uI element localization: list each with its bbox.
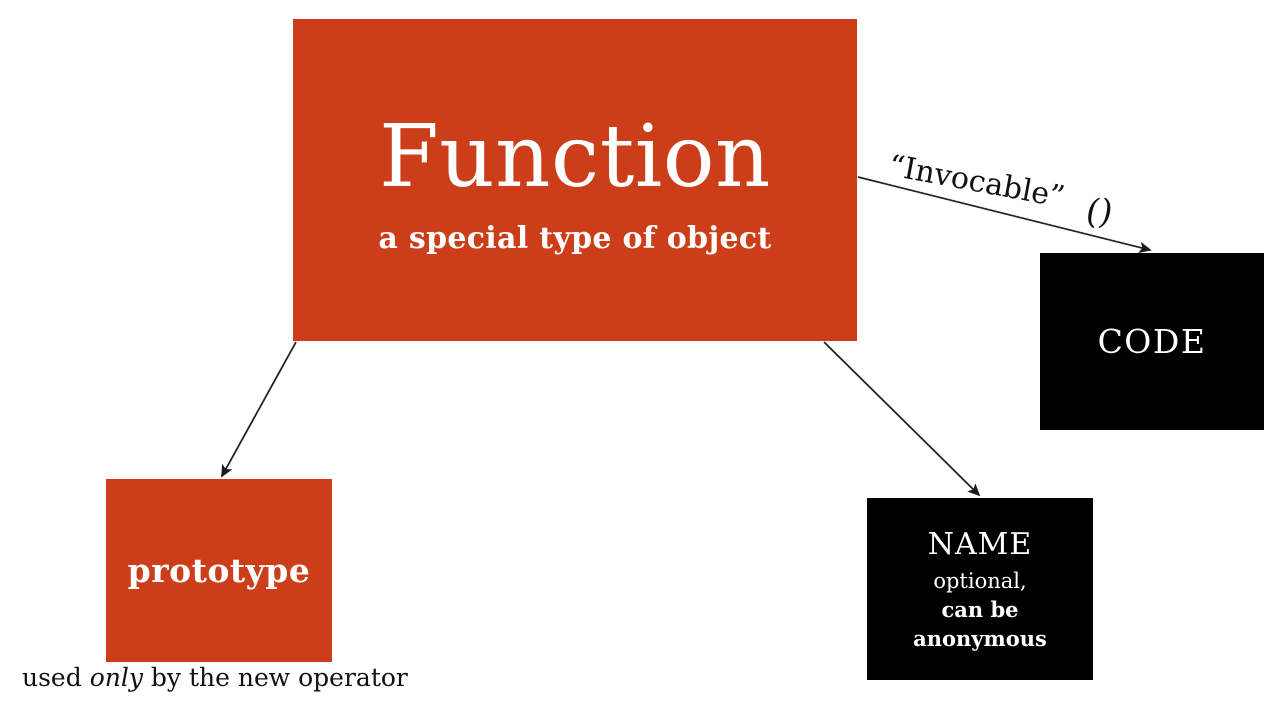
name-title: NAME — [927, 526, 1033, 562]
function-subtitle: a special type of object — [378, 220, 772, 256]
prototype-label: prototype — [127, 551, 311, 590]
prototype-node: prototype — [106, 479, 332, 662]
code-label: CODE — [1097, 322, 1207, 361]
edge-function-to-name — [823, 341, 981, 497]
code-node: CODE — [1040, 253, 1264, 430]
prototype-caption: used only by the new operator — [22, 663, 408, 692]
caption-emphasis-only: only — [89, 663, 143, 692]
edge-function-to-prototype — [221, 341, 297, 478]
name-line-anonymous: anonymous — [913, 626, 1047, 652]
function-node: Function a special type of object — [293, 19, 857, 341]
caption-text-before: used — [22, 663, 90, 692]
function-title: Function — [379, 106, 771, 207]
name-node: NAME optional, can be anonymous — [867, 498, 1093, 680]
edge-label-call-parens: () — [1086, 192, 1113, 232]
name-line-can-be: can be — [941, 597, 1019, 623]
name-line-optional: optional, — [933, 569, 1027, 594]
edge-label-invocable: “Invocable” — [885, 148, 1068, 216]
caption-text-after: by the new operator — [142, 663, 408, 692]
